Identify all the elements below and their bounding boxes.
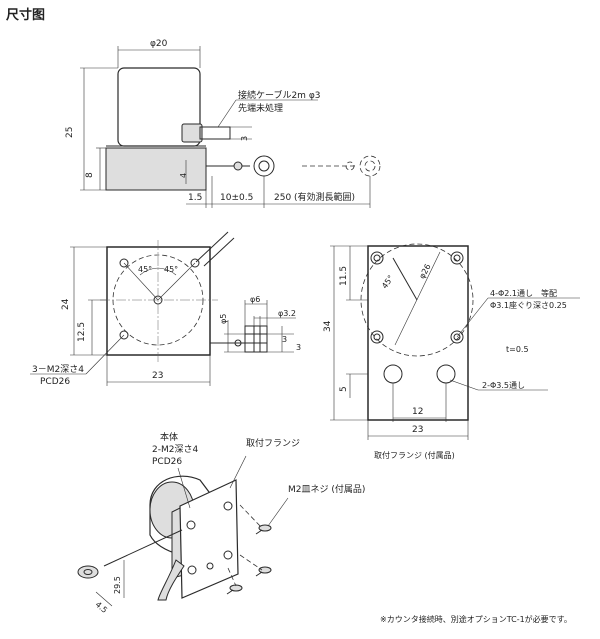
iso-body-note-1: 2-M2深さ4 bbox=[152, 444, 198, 455]
mount-hole bbox=[119, 330, 129, 340]
flange-hole bbox=[450, 330, 464, 344]
hole-note-1: 3－M2深さ4 bbox=[32, 364, 84, 375]
dim-1-5: 1.5 bbox=[188, 193, 202, 203]
front-square bbox=[106, 246, 211, 356]
dim-25: 25 bbox=[65, 127, 75, 138]
iso-screw-label: M2皿ネジ (付属品) bbox=[288, 484, 365, 495]
cable bbox=[199, 126, 231, 140]
wire-ring bbox=[253, 155, 275, 177]
dim-12-5: 12.5 bbox=[77, 322, 87, 342]
wire-clamp bbox=[244, 325, 268, 353]
iso-ring bbox=[77, 565, 99, 579]
dim-250: 250 (有効測長範囲) bbox=[274, 191, 355, 203]
angle-1: 45° bbox=[138, 265, 152, 274]
dim-10: 10±0.5 bbox=[220, 193, 253, 203]
dim-4: 4 bbox=[179, 173, 188, 178]
flange-hole bbox=[370, 330, 384, 344]
flange-through-holes: 2-Φ3.5通し bbox=[482, 380, 525, 390]
hole-note-2: PCD26 bbox=[40, 377, 70, 387]
flange-dim-5: 5 bbox=[339, 386, 349, 392]
iso-body-note-2: PCD26 bbox=[152, 457, 182, 467]
iso-dim-4-5: 4.5 bbox=[94, 600, 110, 615]
flange-angle: 45° bbox=[380, 274, 396, 291]
wire-phi3-2: φ3.2 bbox=[278, 309, 296, 318]
dim-phi20: φ20 bbox=[150, 39, 168, 49]
page-title: 尺寸图 bbox=[6, 8, 46, 23]
wire-3a: 3 bbox=[282, 335, 287, 344]
flange-view: φ26 45° 34 11.5 5 4-Φ2.1通し 等配 Φ3.1座ぐり深さ0… bbox=[323, 243, 580, 460]
flange-hole bbox=[450, 251, 464, 265]
dim-8: 8 bbox=[85, 172, 95, 178]
cable-gland bbox=[181, 123, 203, 143]
flange-pitch: 12 bbox=[412, 407, 423, 417]
iso-view: 本体 2-M2深さ4 PCD26 取付フランジ M2皿ネジ (付属品) 29.5… bbox=[77, 431, 365, 615]
wire-phi5: φ5 bbox=[219, 314, 228, 324]
front-view: 45° 45° 24 12.5 23 3－M2深さ4 PCD26 φ bbox=[30, 231, 301, 387]
screw-icon bbox=[255, 524, 272, 535]
iso-cable bbox=[157, 559, 185, 601]
mount-hole bbox=[119, 258, 129, 268]
flange-thickness: t=0.5 bbox=[506, 345, 529, 354]
cable-note-2: 先端未処理 bbox=[238, 102, 283, 114]
angle-2: 45° bbox=[164, 265, 178, 274]
wire-3b: 3 bbox=[296, 343, 301, 352]
wire-bead bbox=[233, 161, 243, 171]
flange-width: 23 bbox=[412, 425, 423, 435]
flange-dim-11-5: 11.5 bbox=[339, 266, 349, 286]
dim-23: 23 bbox=[152, 371, 163, 381]
through-hole bbox=[436, 364, 456, 384]
extended-ring bbox=[359, 155, 381, 177]
dim-3: 3 bbox=[240, 136, 249, 141]
flange-pcd-circle bbox=[360, 243, 474, 357]
iso-flange-label: 取付フランジ bbox=[246, 438, 300, 449]
iso-wire bbox=[103, 529, 183, 567]
footnote: ※カウンタ接続時、別途オプションTC-1が必要です。 bbox=[380, 614, 572, 624]
iso-dim-29-5: 29.5 bbox=[113, 576, 122, 594]
mount-hole bbox=[190, 258, 200, 268]
flange-hole-note-1: 4-Φ2.1通し 等配 bbox=[490, 288, 557, 298]
base-block bbox=[105, 147, 207, 191]
dim-24: 24 bbox=[61, 298, 71, 310]
screw-icon bbox=[226, 584, 243, 595]
top-view: φ20 25 8 接続ケーブル2m φ3 先端未処理 3 4 1.5 10±0.… bbox=[65, 39, 381, 208]
through-hole bbox=[383, 364, 403, 384]
flange-hole bbox=[370, 251, 384, 265]
flange-caption: 取付フランジ (付属品) bbox=[374, 450, 455, 460]
cable-note-1: 接続ケーブル2m φ3 bbox=[238, 89, 320, 101]
wire-phi6: φ6 bbox=[250, 295, 260, 304]
flange-height: 34 bbox=[323, 320, 333, 332]
screw-icon bbox=[255, 566, 272, 577]
iso-body-label: 本体 bbox=[160, 431, 178, 443]
flange-hole-note-2: Φ3.1座ぐり深さ0.25 bbox=[490, 300, 567, 310]
